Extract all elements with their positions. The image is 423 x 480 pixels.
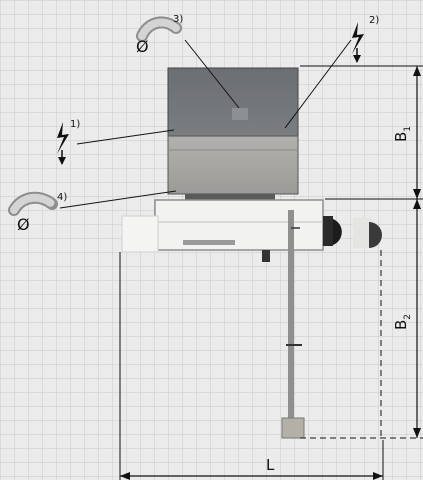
annotation-duct-3: 3) — [173, 14, 183, 25]
leader-line-3 — [184, 39, 240, 109]
annotation-power-1: 1) — [70, 119, 80, 130]
machine-top-view — [121, 67, 382, 439]
dimension-l-label: L — [266, 456, 275, 474]
shaft-bracket — [262, 250, 270, 262]
dimension-b1-label: B1 — [392, 126, 413, 142]
lightning-bolt-icon — [352, 22, 364, 54]
leader-line-4 — [59, 190, 177, 209]
duct-diameter-symbol: Ø — [136, 37, 149, 56]
left-extension — [121, 215, 159, 253]
leader-line-1 — [76, 129, 175, 145]
shaft-foot — [281, 417, 305, 439]
dimension-b2 — [300, 199, 423, 439]
right-knob-left — [323, 216, 333, 246]
hood-fitting — [232, 108, 248, 120]
leader-line-2 — [284, 39, 352, 129]
body-slot — [183, 240, 235, 245]
main-body — [154, 199, 324, 251]
dimension-b1 — [300, 65, 423, 200]
duct-diameter-symbol: Ø — [17, 215, 30, 234]
flexible-duct-icon — [136, 16, 182, 42]
annotation-duct-4: 4) — [57, 192, 67, 203]
lightning-bolt-icon — [57, 122, 69, 154]
hood-rail — [185, 194, 275, 200]
annotation-power-2: 2) — [369, 15, 379, 26]
right-connector — [353, 218, 371, 248]
hood-lower — [167, 135, 299, 195]
right-knob-cap — [333, 219, 342, 245]
hood-upper — [167, 67, 299, 137]
right-knob-end — [369, 222, 382, 248]
dimension-l — [119, 252, 384, 480]
vertical-shaft — [288, 210, 294, 420]
flexible-duct-icon — [8, 191, 58, 216]
dimension-b2-label: B2 — [392, 314, 413, 330]
